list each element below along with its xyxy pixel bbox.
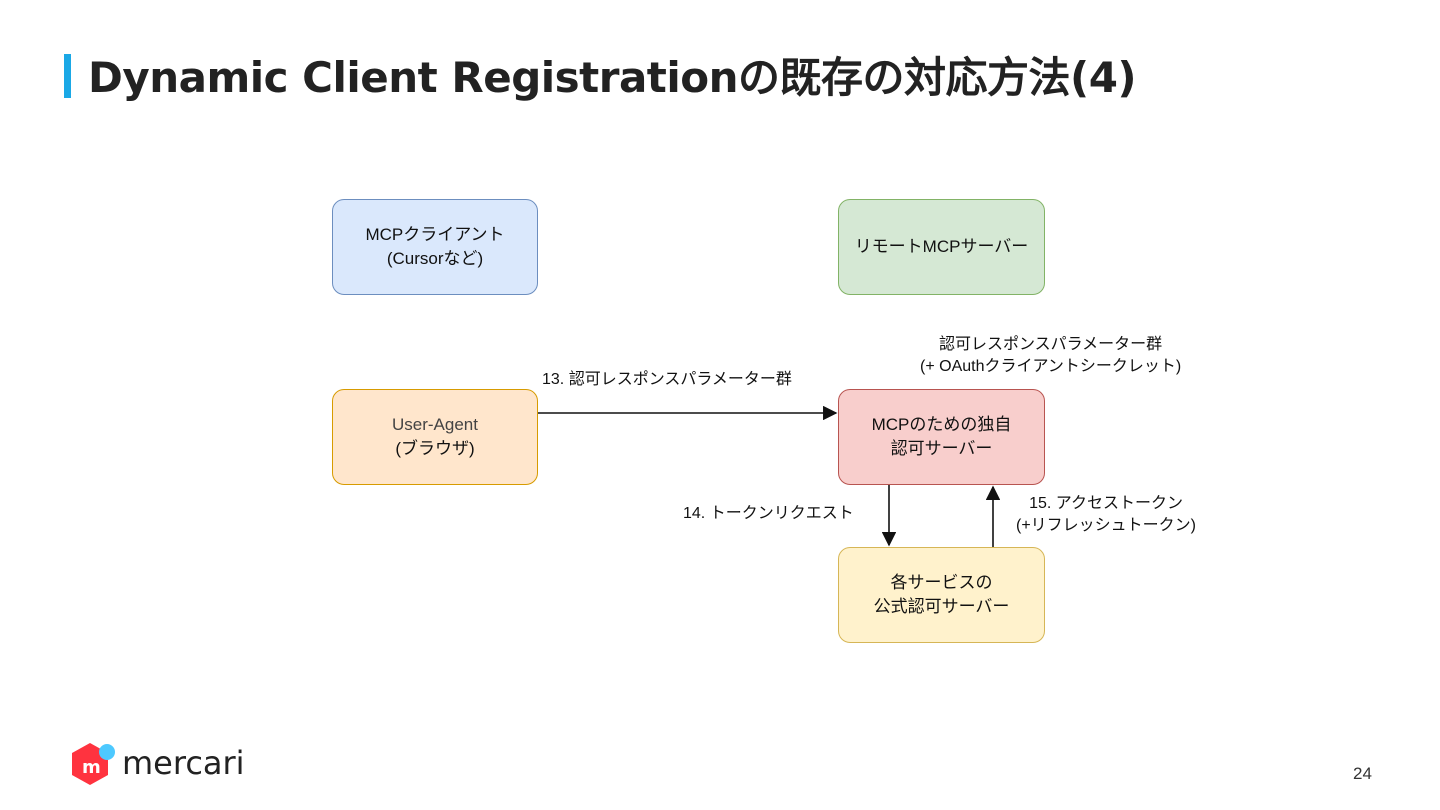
node-mcp-client: MCPクライアント (Cursorなど)	[332, 199, 538, 295]
title-accent-bar	[64, 54, 71, 98]
node-service-auth-server-line1: 各サービスの	[890, 573, 993, 592]
node-mcp-client-line2: (Cursorなど)	[386, 249, 484, 268]
edge-15-label-line2: (+リフレッシュトークン)	[1016, 517, 1197, 534]
edge-13-label: 13. 認可レスポンスパラメーター群	[542, 371, 792, 388]
node-user-agent-line2: (ブラウザ)	[395, 439, 475, 458]
svg-text:m: m	[82, 757, 101, 778]
node-mcp-auth-server: MCPのための独自 認可サーバー	[838, 389, 1045, 485]
node-service-auth-server: 各サービスの 公式認可サーバー	[838, 547, 1045, 643]
node-user-agent-line1: User-Agent	[392, 415, 478, 434]
node-remote-mcp-server-label: リモートMCPサーバー	[854, 237, 1029, 256]
node-user-agent: User-Agent (ブラウザ)	[332, 389, 538, 485]
slide-title: Dynamic Client Registrationの既存の対応方法(4)	[88, 53, 1137, 102]
edge-14-label: 14. トークンリクエスト	[683, 505, 854, 522]
mercari-logo-icon: m	[72, 743, 115, 785]
annotation-params-line1: 認可レスポンスパラメーター群	[938, 336, 1163, 353]
brand-wordmark: mercari	[122, 744, 245, 782]
edge-15-label-line1: 15. アクセストークン	[1029, 495, 1183, 512]
annotation-params: 認可レスポンスパラメーター群 (+ OAuthクライアントシークレット)	[920, 334, 1181, 378]
node-mcp-client-line1: MCPクライアント	[365, 225, 505, 244]
node-service-auth-server-line2: 公式認可サーバー	[873, 597, 1010, 616]
edge-15-label: 15. アクセストークン (+リフレッシュトークン)	[1016, 493, 1196, 537]
node-remote-mcp-server: リモートMCPサーバー	[838, 199, 1045, 295]
node-mcp-auth-server-line1: MCPのための独自	[871, 415, 1012, 434]
node-mcp-auth-server-line2: 認可サーバー	[890, 439, 993, 458]
page-number: 24	[1353, 764, 1372, 783]
annotation-params-line2: (+ OAuthクライアントシークレット)	[920, 358, 1182, 375]
